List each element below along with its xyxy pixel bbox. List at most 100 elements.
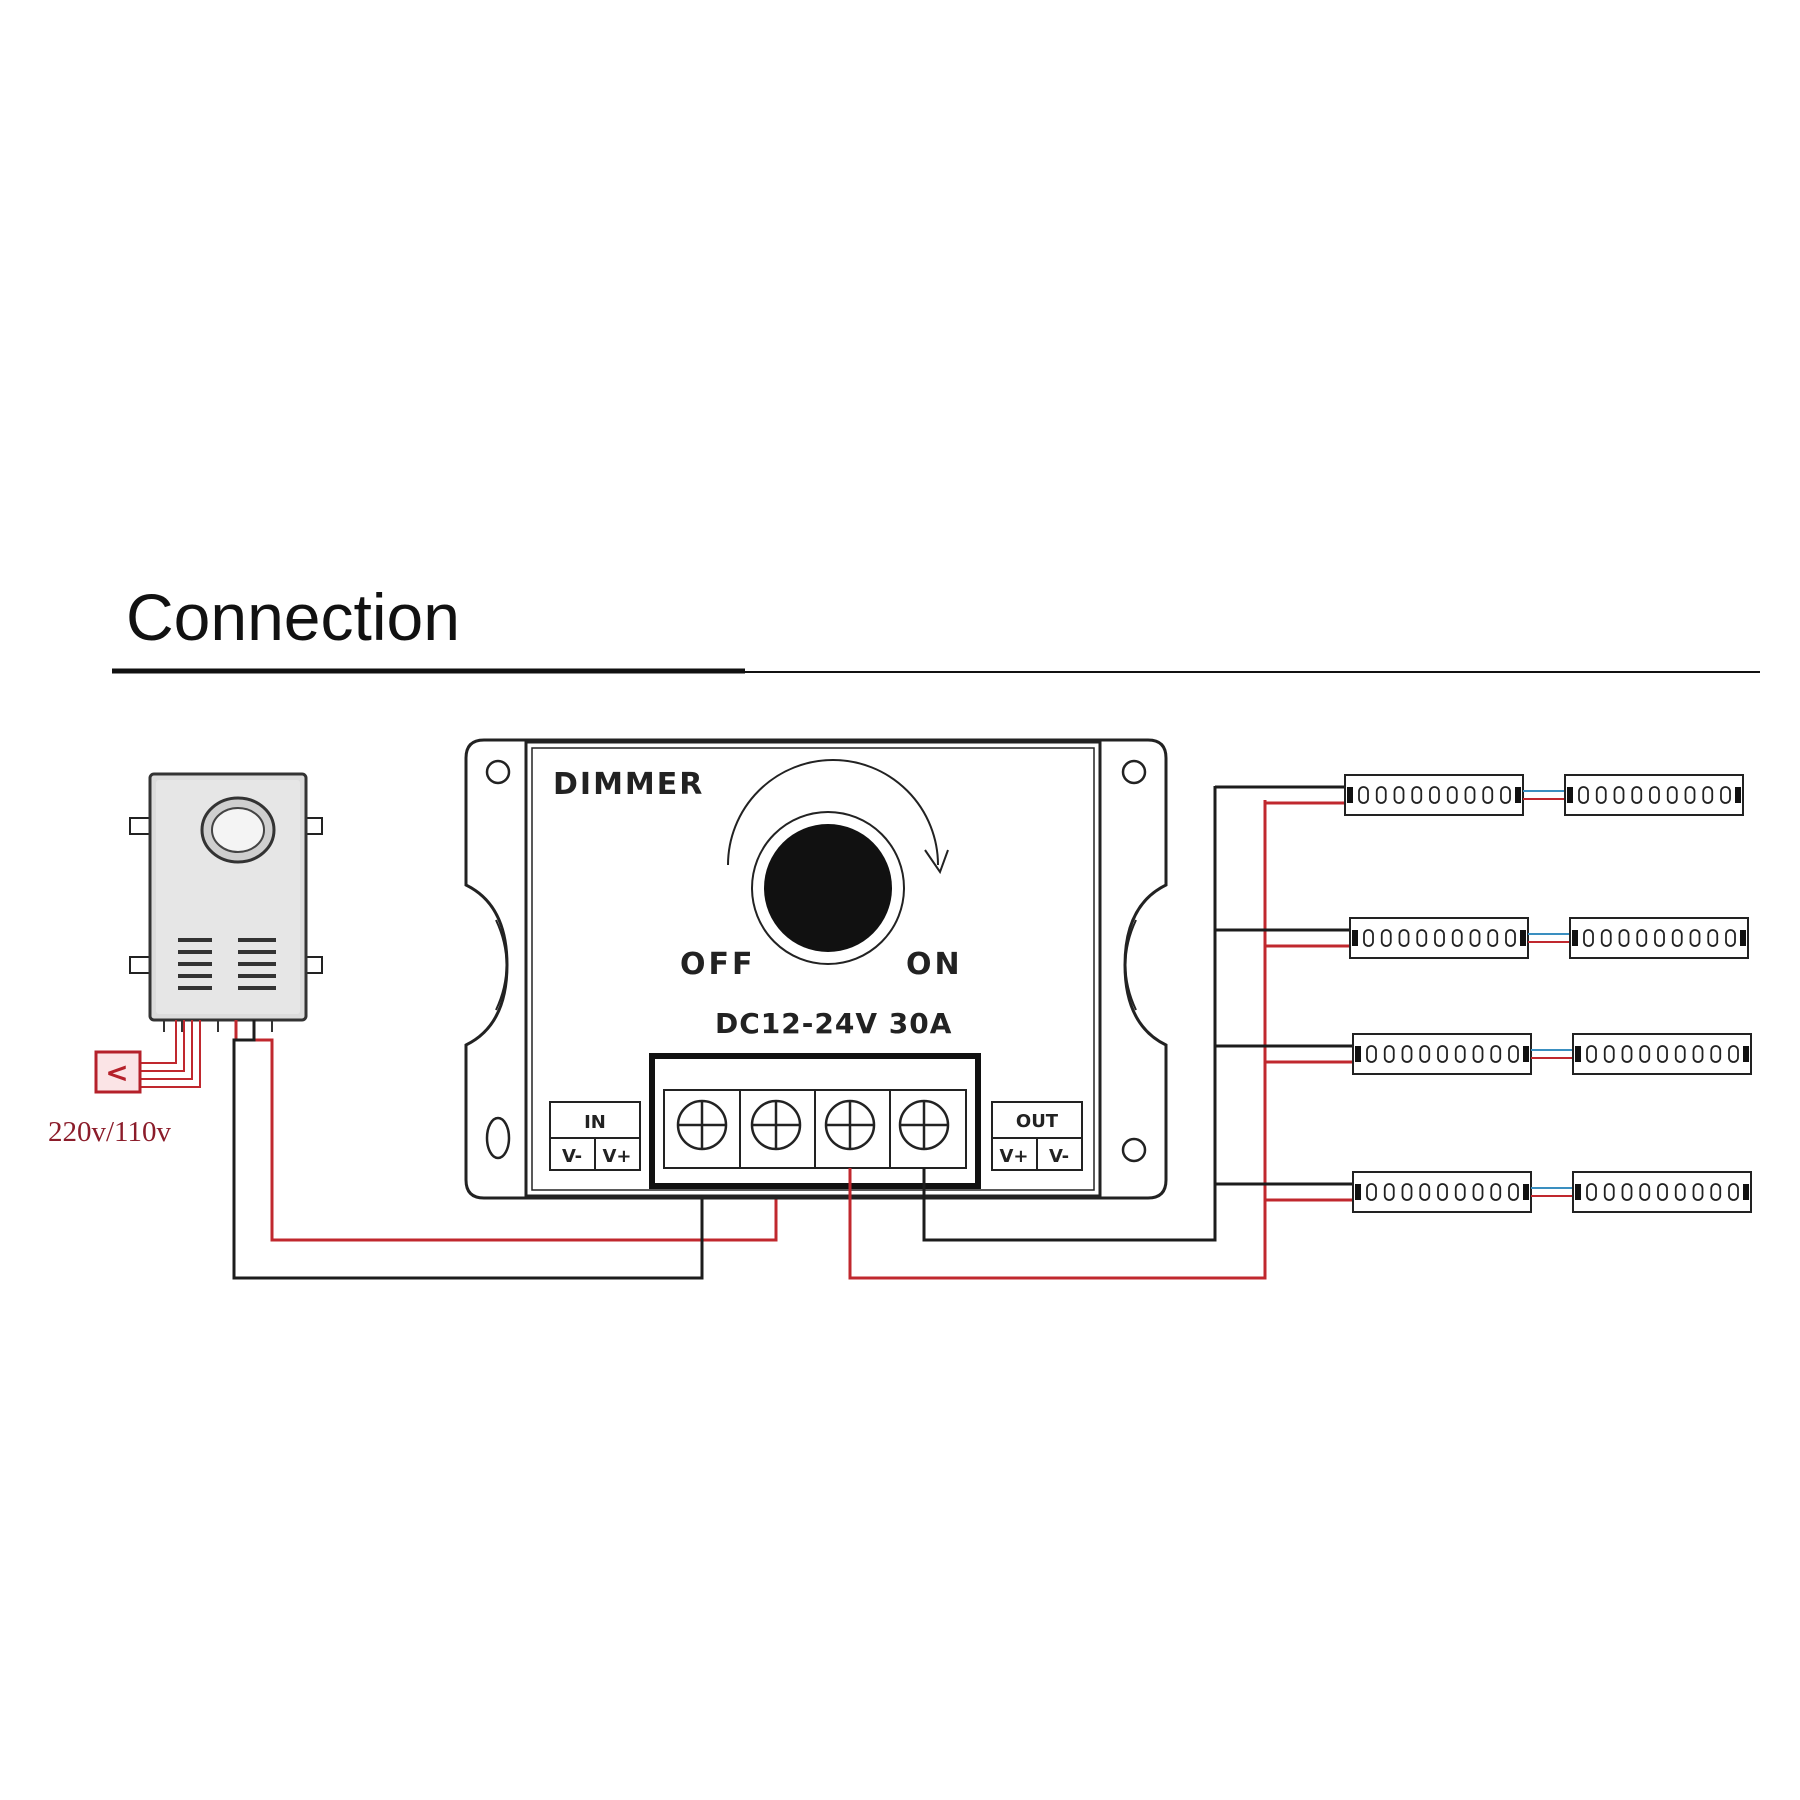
strip-connector [1515,787,1521,803]
svg-text:<: < [105,1056,128,1089]
strip-connector [1735,787,1741,803]
led-chip-icon [1728,1183,1739,1201]
in-left-label: V- [562,1146,582,1167]
led-chip-icon [1490,1045,1502,1063]
led-chip-icon [1674,1183,1686,1201]
strip-connector [1572,930,1578,946]
led-chip-icon [1383,1183,1395,1201]
led-chip-icon [1366,1183,1377,1201]
dimmer-knob[interactable] [764,824,892,952]
led-chip-icon [1401,1183,1413,1201]
led-chip-icon [1487,929,1499,947]
led-chip-icon [1472,1045,1484,1063]
led-chip-icon [1692,1045,1704,1063]
led-chip-icon [1464,786,1476,804]
led-strip-segment [1572,1033,1752,1075]
led-chip-icon [1508,1045,1519,1063]
led-chip-icon [1586,1045,1597,1063]
led-chip-icon [1621,1183,1633,1201]
led-chip-icon [1578,786,1589,804]
psu-negative-wire [232,1020,704,1280]
led-chip-icon [1366,1045,1377,1063]
led-chip-icon [1600,929,1612,947]
strip-connector [1520,930,1526,946]
led-chip-icon [1595,786,1607,804]
out-right-label: V- [1049,1146,1069,1167]
led-chip-icon [1684,786,1696,804]
mount-hole-icon [485,759,511,785]
terminal-screw-icon[interactable] [676,1099,728,1151]
off-label: OFF [680,947,756,982]
led-chip-icon [1490,1183,1502,1201]
rotation-arrow-icon [727,759,939,866]
led-chip-icon [1603,1183,1615,1201]
led-chip-icon [1419,1183,1431,1201]
vent-icon [178,938,276,990]
led-chip-icon [1639,1045,1651,1063]
led-chip-icon [1702,786,1714,804]
led-chip-icon [1437,1045,1448,1063]
led-chip-icon [1689,929,1701,947]
output-positive-wire [848,800,1267,1280]
led-chip-icon [1429,786,1440,804]
led-chip-icon [1363,929,1374,947]
terminal-screw-icon[interactable] [898,1099,950,1151]
led-chip-icon [1434,929,1445,947]
out-block: OUT V+ V- [991,1101,1083,1171]
rating-label: DC12-24V 30A [715,1007,952,1040]
strip-connector [1355,1046,1361,1062]
led-chip-icon [1654,929,1665,947]
in-block: IN V- V+ [549,1101,641,1171]
led-chip-icon [1692,1183,1704,1201]
led-chip-icon [1649,786,1660,804]
psu-positive-wire [234,1020,778,1242]
led-chip-icon [1657,1183,1668,1201]
led-chip-icon [1454,1183,1466,1201]
mount-hole-icon [1121,759,1147,785]
led-chip-icon [1454,1045,1466,1063]
in-right-label: V+ [602,1146,631,1167]
led-chip-icon [1446,786,1458,804]
strip-connector [1347,787,1353,803]
led-chip-icon [1411,786,1423,804]
strip-connector [1523,1184,1529,1200]
led-chip-icon [1500,786,1511,804]
led-chip-icon [1419,1045,1431,1063]
mount-slot-icon [485,1116,511,1160]
led-chip-icon [1674,1045,1686,1063]
led-chip-icon [1375,786,1387,804]
led-chip-icon [1621,1045,1633,1063]
led-chip-icon [1725,929,1736,947]
strip-connector [1740,930,1746,946]
led-chip-icon [1358,786,1369,804]
input-voltage-label: 220v/110v [48,1116,171,1148]
strip-connector [1523,1046,1529,1062]
led-chip-icon [1393,786,1405,804]
led-chip-icon [1416,929,1428,947]
led-chip-icon [1671,929,1683,947]
ac-plug-icon [94,1050,142,1094]
strip-connector [1352,930,1358,946]
led-chip-icon [1710,1183,1722,1201]
led-chip-icon [1505,929,1516,947]
strip-connector [1743,1046,1749,1062]
terminal-screw-icon[interactable] [750,1099,802,1151]
led-chip-icon [1603,1045,1615,1063]
led-chip-icon [1720,786,1731,804]
led-chip-icon [1508,1183,1519,1201]
dimmer-name: DIMMER [553,767,704,802]
strip-connector [1575,1046,1581,1062]
output-negative-wire [922,786,1217,1242]
led-chip-icon [1437,1183,1448,1201]
led-chip-icon [1451,929,1463,947]
strip-connector [1567,787,1573,803]
on-label: ON [906,947,963,982]
strip-connector [1575,1184,1581,1200]
power-supply [129,772,323,1032]
strip-connector [1355,1184,1361,1200]
terminal-screw-icon[interactable] [824,1099,876,1151]
led-chip-icon [1636,929,1648,947]
out-left-label: V+ [999,1146,1028,1167]
led-chip-icon [1469,929,1481,947]
